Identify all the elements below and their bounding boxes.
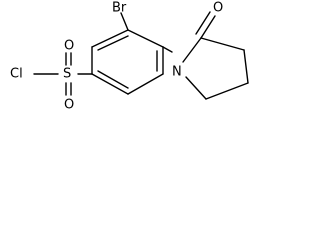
atom-label-cl: Cl [10, 67, 23, 82]
chemical-structure: Br O N Cl S O O [10, 1, 249, 113]
bond-carbonyl-c-ca [200, 37, 245, 51]
bond-c5-c6 [127, 73, 164, 95]
bond-c6-c1 [91, 73, 129, 95]
bond-carbonyl-o [200, 15, 216, 39]
bond-carbonyl-o-double [195, 11, 211, 35]
atom-label-o-upper: O [64, 39, 74, 54]
atom-label-br: Br [112, 1, 127, 16]
bond-c2-c3 [91, 29, 129, 48]
bond-ca-cb [243, 49, 249, 84]
atom-label-s: S [63, 67, 71, 82]
benzene-ring [91, 29, 164, 95]
bond-c4-n [162, 46, 173, 53]
double-bond-c2-c3 [97, 35, 129, 51]
bond-c3-c4 [127, 29, 164, 48]
atom-label-o-ring: O [213, 1, 223, 16]
atom-label-n: N [172, 65, 182, 80]
atom-label-o-lower: O [64, 98, 74, 113]
double-bond-c6-c1 [97, 70, 129, 89]
bond-c3-br [120, 12, 129, 31]
bond-cc-n [185, 76, 207, 100]
bond-n-carbonyl-c [182, 37, 202, 63]
bond-cb-cc [205, 82, 249, 100]
pyrrolidinone-ring [182, 11, 249, 100]
